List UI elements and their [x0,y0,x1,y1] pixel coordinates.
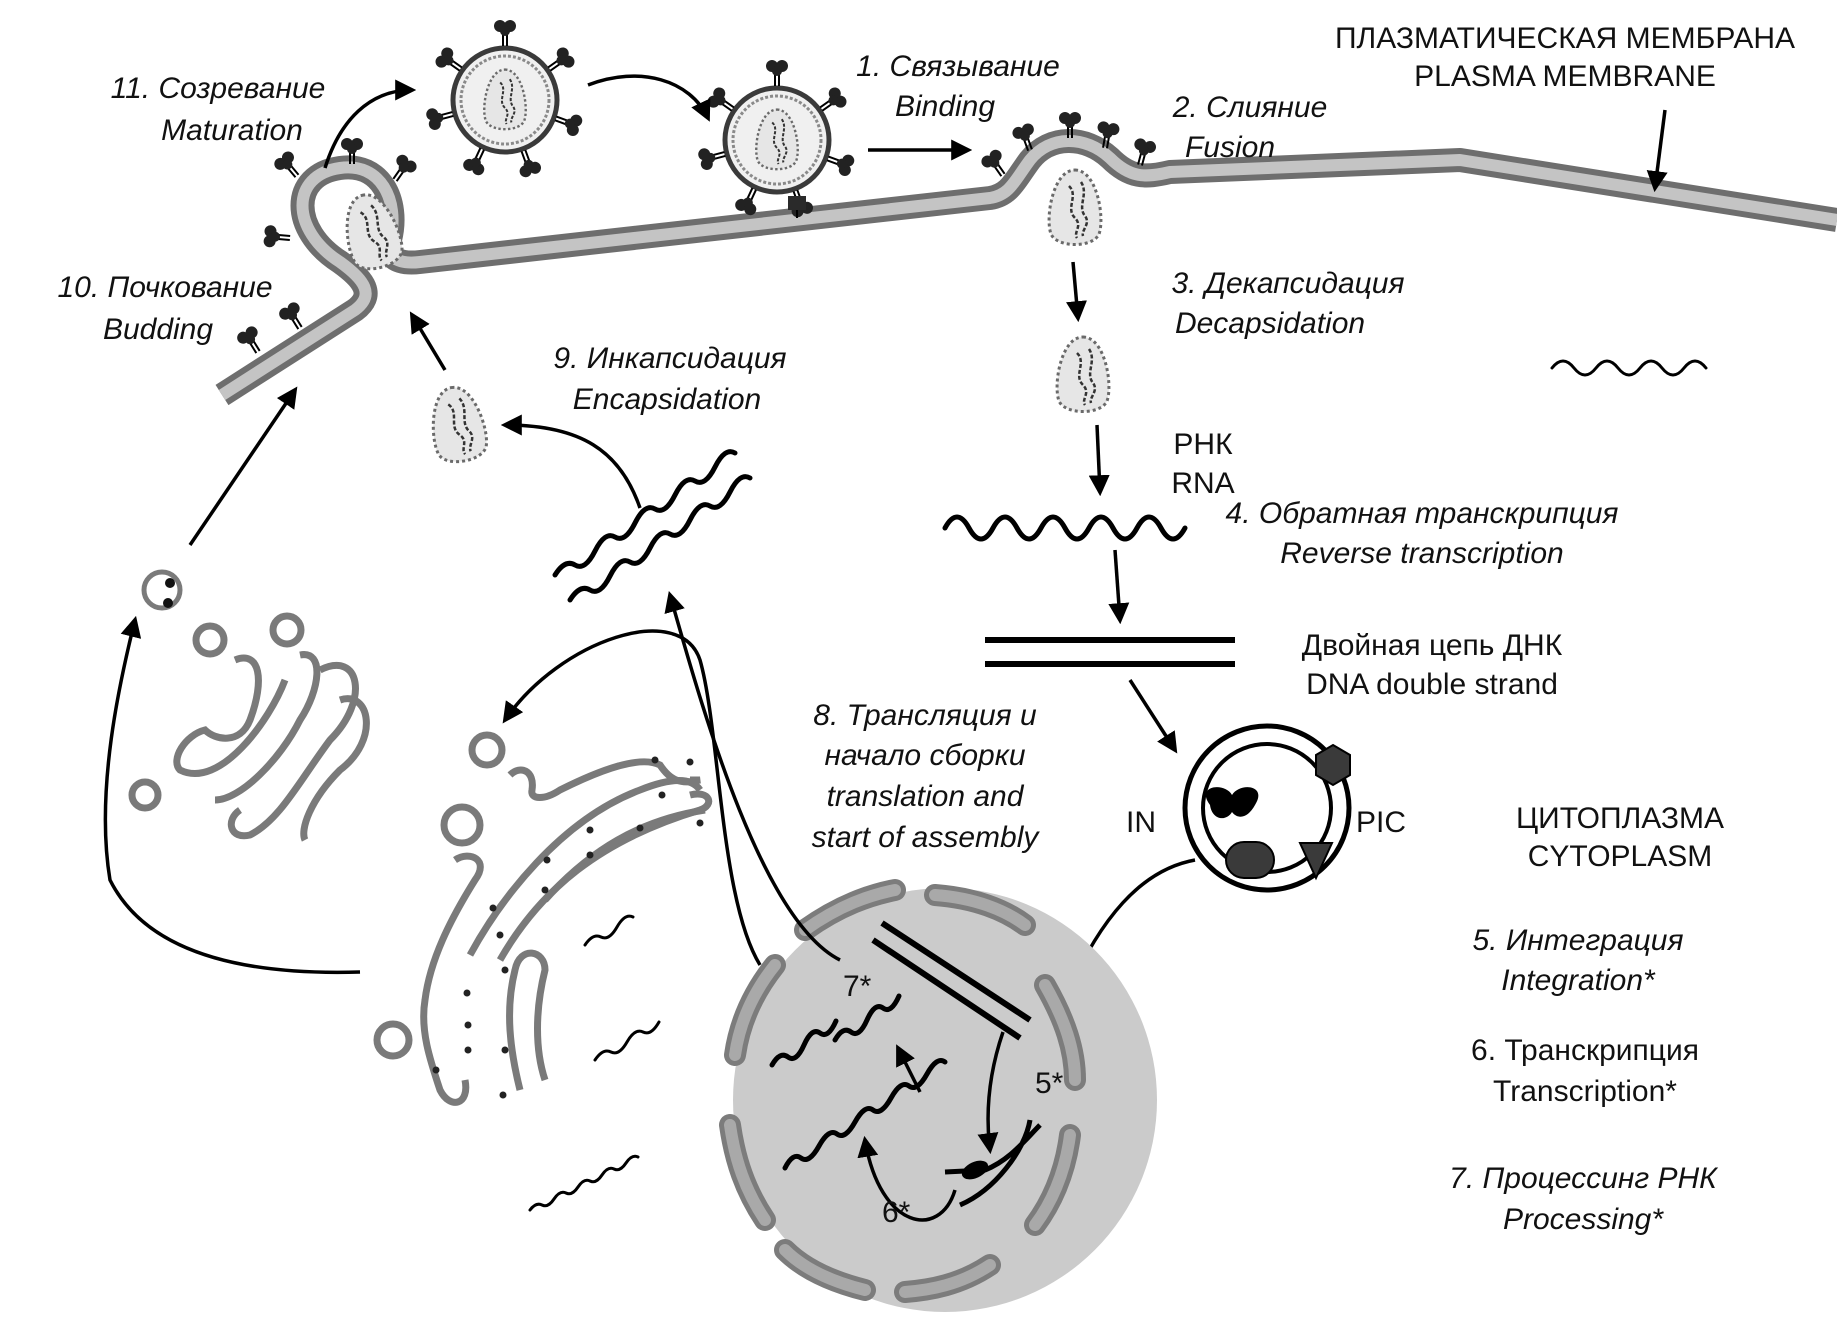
step-7-en: Processing* [1503,1203,1664,1236]
triangle-protein-icon [1298,842,1334,881]
arrow-to-binding [587,74,711,122]
mature-virion [425,20,584,179]
arrow-processing [896,1044,922,1093]
nucleus-marker-5: 5* [1035,1067,1064,1100]
receptor-icon [788,196,806,210]
step-1-ru: 1. Связывание [856,50,1060,83]
step-9-en: Encapsidation [573,383,761,416]
endoplasmic-reticulum [373,731,713,1106]
small-rna-2 [593,1020,661,1062]
cytoplasm-label-ru: ЦИТОПЛАЗМА [1516,802,1724,835]
small-rna-3 [528,1154,640,1212]
arrow-integration [977,1031,1005,1155]
arrow-to-er [502,629,762,966]
nucleus-marker-7: 7* [843,970,872,1003]
step-6-en: Transcription* [1493,1075,1677,1108]
viral-rna [942,514,1188,542]
nucleus-marker-6: 6* [882,1196,911,1229]
cytoplasm-label-en: CYTOPLASM [1528,840,1713,873]
arrow-encapsidation [500,414,642,509]
plasma-membrane-label-en: PLASMA MEMBRANE [1414,60,1716,93]
step-5-en: Integration* [1501,964,1656,997]
dsdna-label-ru: Двойная цепь ДНК [1302,629,1563,662]
labels: ПЛАЗМАТИЧЕСКАЯ МЕМБРАНА PLASMA MEMBRANE … [57,22,1795,1236]
step-4-en: Reverse transcription [1280,537,1563,570]
nucleus [719,879,1157,1312]
fusion-capsid [1047,168,1103,246]
step-3-ru: 3. Декапсидация [1172,267,1405,300]
arrow-to-translation-rna [664,590,841,962]
step-3-en: Decapsidation [1175,307,1365,340]
pic-complex [1182,723,1352,893]
step-10-ru: 10. Почкование [57,271,272,304]
plasma-membrane-label-ru: ПЛАЗМАТИЧЕСКАЯ МЕМБРАНА [1335,22,1795,55]
arrow-transcription [857,1135,957,1222]
arrow-maturation [323,79,417,169]
integrase-label: IN [1126,806,1156,839]
dsdna-icon [985,637,1235,667]
step-8-en-line1: translation and [827,780,1025,813]
encapsidated-core [424,381,492,467]
arrow-decapsidation [1066,261,1087,323]
transport-vesicle [141,569,183,611]
arrow-membrane-pointer [1646,109,1668,193]
step-6-ru: 6. Транскрипция [1471,1034,1699,1067]
step-4-ru: 4. Обратная транскрипция [1226,497,1619,530]
arrow-to-rna [1088,424,1110,497]
golgi-apparatus [128,612,370,842]
step-11-ru: 11. Созревание [111,72,326,105]
step-8-en-line2: start of assembly [812,821,1041,854]
decapsidated-core [1055,335,1111,413]
step-8-ru-line1: 8. Трансляция и [813,699,1037,732]
arrow-to-pic [1128,679,1178,754]
integrating-dna [880,920,1032,1023]
step-1-en: Binding [895,90,995,123]
arrow-to-budding [409,311,447,371]
arrow-er-to-vesicle [103,615,361,975]
step-10-en: Budding [103,313,213,346]
nuclear-rna-spliced-a [769,1018,839,1068]
step-7-ru: 7. Процессинг РНК [1449,1162,1719,1195]
plasma-membrane [215,129,1837,406]
step-11-en: Maturation [161,114,303,147]
step-8-ru-line2: начало сборки [824,739,1025,772]
pic-label: PIC [1356,806,1406,839]
step-2-en: Fusion [1185,131,1275,164]
arrow-vesicle-to-membrane [188,386,298,546]
rna-label-ru: РНК [1173,428,1233,461]
integrase-icon [1205,787,1259,819]
cytoplasm-rna [1550,359,1708,377]
dsdna-label-en: DNA double strand [1306,668,1558,701]
cytoplasm-rna-pair-b [567,474,753,603]
step-9-ru: 9. Инкапсидация [553,342,786,375]
nuclear-rna-spliced-b [832,993,902,1043]
step-5-ru: 5. Интеграция [1472,924,1683,957]
rna-label-en: RNA [1171,467,1234,500]
cytoplasm-rna-pair-a [552,449,738,578]
hexagon-protein-icon [1315,743,1351,787]
step-2-ru: 2. Слияние [1172,91,1328,124]
arrow-reverse-transcription [1108,549,1130,625]
oval-protein-icon [1225,841,1275,879]
small-rna-1 [583,914,635,947]
binding-virion [697,60,856,219]
